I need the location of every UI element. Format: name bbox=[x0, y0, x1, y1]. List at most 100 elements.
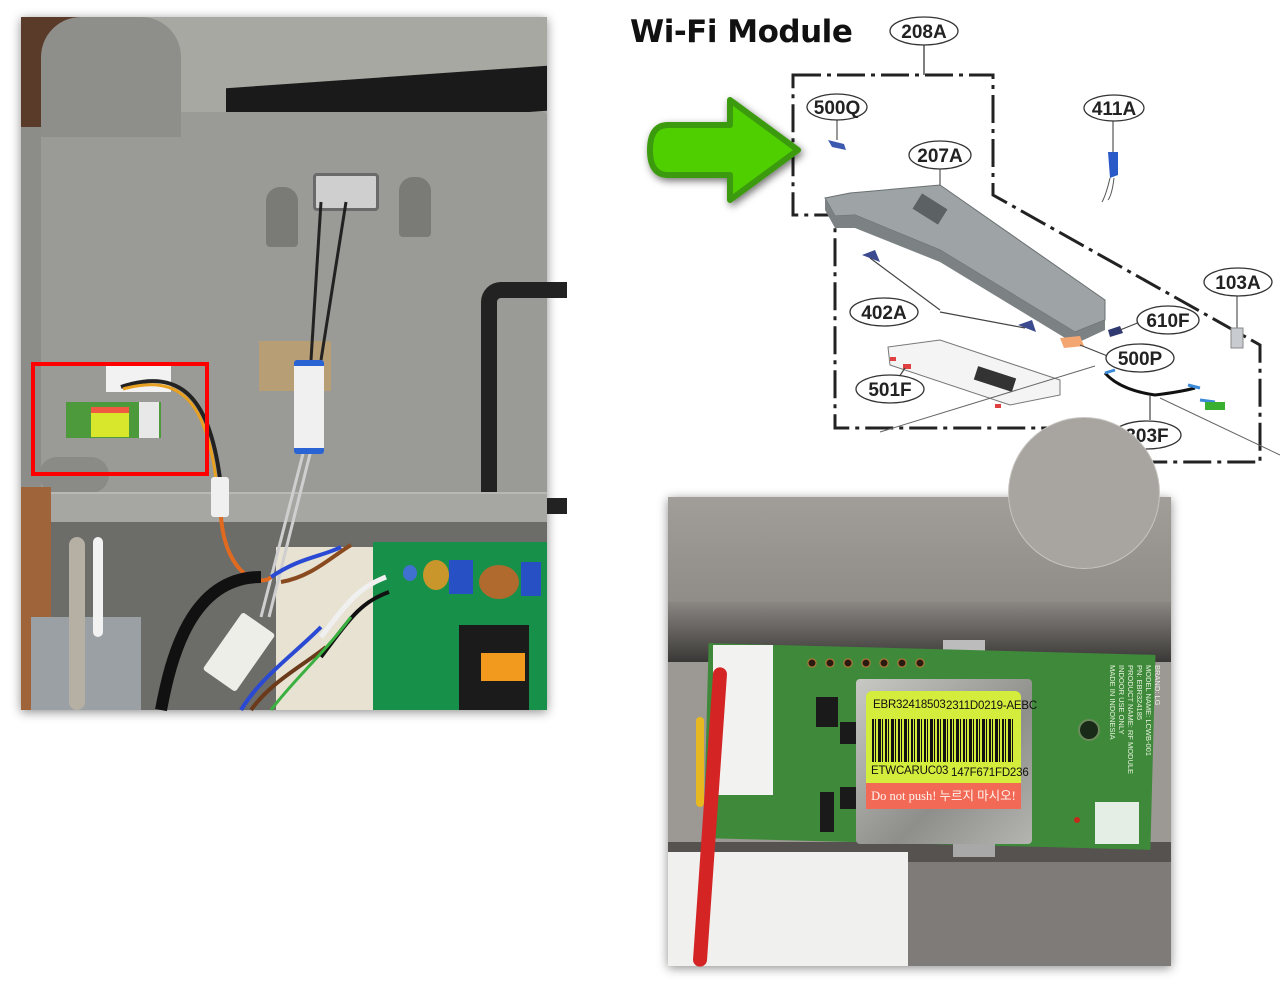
wire-connector bbox=[211, 477, 229, 517]
wire bbox=[309, 201, 323, 361]
pcb-white-pad bbox=[1095, 802, 1139, 844]
leader-line bbox=[939, 311, 1026, 329]
pcb-through-holes bbox=[806, 657, 926, 669]
svg-text:103A: 103A bbox=[1215, 273, 1261, 294]
part-501f-bracket bbox=[887, 339, 1061, 406]
part-207a-cover-side bbox=[825, 198, 1105, 344]
svg-text:610F: 610F bbox=[1146, 311, 1189, 332]
wire bbox=[696, 717, 704, 807]
housing-duct bbox=[41, 17, 181, 137]
pcb-component bbox=[820, 792, 834, 832]
wire bbox=[249, 645, 328, 712]
housing-circle-mark bbox=[1008, 417, 1160, 569]
callout-500q: 500Q bbox=[806, 93, 868, 121]
part-501f-foot bbox=[903, 364, 911, 369]
wifi-module-highlight-box bbox=[31, 362, 209, 476]
part-207a-vents bbox=[912, 193, 948, 225]
callout-500p: 500P bbox=[1105, 343, 1175, 373]
arrow-right-icon bbox=[647, 97, 801, 203]
callout-207a: 207A bbox=[908, 140, 972, 170]
svg-text:500Q: 500Q bbox=[814, 98, 860, 119]
label-mac: 147F671FD236 bbox=[951, 767, 1029, 779]
wifi-module-closeup-photo: EBR32418503 2311D0219-AEBC ETWCARUC03 14… bbox=[668, 417, 1171, 968]
svg-text:208A: 208A bbox=[901, 22, 947, 43]
part-303f-harness bbox=[1103, 371, 1196, 397]
part-303f-connector bbox=[1205, 402, 1225, 410]
wire bbox=[269, 545, 342, 579]
pcb-component bbox=[816, 697, 838, 727]
pcb-text-line: MADE IN INDONESIA bbox=[1108, 665, 1117, 740]
leader-line bbox=[1119, 321, 1141, 331]
callout-208a: 208A bbox=[889, 16, 959, 46]
part-411a bbox=[1108, 152, 1118, 178]
pcb-text-line: PRODUCT NAME: RF MODULE bbox=[1126, 665, 1135, 775]
module-label-sticker: EBR32418503 2311D0219-AEBC ETWCARUC03 14… bbox=[866, 691, 1037, 809]
label-model-code: ETWCARUC03 bbox=[871, 765, 949, 777]
wiring-harness bbox=[120, 201, 390, 712]
white-tube bbox=[93, 537, 103, 637]
wire bbox=[239, 625, 323, 712]
label-part-number: EBR32418503 bbox=[873, 699, 946, 711]
label-serial: 2311D0219-AEBC bbox=[946, 700, 1037, 712]
callout-103a: 103A bbox=[1203, 267, 1273, 297]
part-500p bbox=[1060, 336, 1084, 348]
wire bbox=[122, 383, 219, 488]
exploded-parts-diagram: 208A 500Q 411A 207A 103A 402A 610F 500P … bbox=[647, 16, 1280, 464]
plastic-housing bbox=[41, 112, 547, 522]
pcb-text-line: INDOOR USE ONLY bbox=[1117, 665, 1126, 735]
housing-post bbox=[266, 187, 298, 247]
assembly-boundary bbox=[791, 73, 1262, 464]
wire bbox=[155, 571, 262, 712]
leader-line bbox=[879, 365, 1096, 433]
pcb-component bbox=[840, 787, 860, 809]
leader-line bbox=[1079, 344, 1111, 358]
pcb-silkscreen-text: BRAND: LG MODEL NAME: LCWB-001 PN: EBR32… bbox=[1104, 665, 1164, 815]
svg-text:501F: 501F bbox=[868, 380, 911, 401]
leader-line bbox=[1159, 397, 1280, 456]
wifi-module-label bbox=[91, 407, 129, 437]
wire bbox=[259, 441, 308, 618]
leader-line bbox=[869, 257, 941, 311]
filter-block bbox=[449, 560, 473, 594]
label-warning: Do not push! 누르지 마시오! bbox=[866, 783, 1021, 809]
page-title: Wi-Fi Module bbox=[630, 14, 853, 50]
svg-text:402A: 402A bbox=[861, 303, 907, 324]
part-500q bbox=[828, 140, 846, 150]
inductor-coil bbox=[479, 565, 519, 599]
inductor-coil bbox=[423, 560, 449, 590]
filter-block bbox=[521, 562, 541, 596]
callout-402a: 402A bbox=[849, 297, 919, 327]
svg-text:500P: 500P bbox=[1118, 349, 1163, 370]
washer-control-housing-photo bbox=[21, 17, 567, 712]
part-303f-harness bbox=[1104, 368, 1216, 404]
pcb-text-line: BRAND: LG bbox=[1153, 665, 1162, 706]
svg-text:207A: 207A bbox=[917, 146, 963, 167]
part-501f-foot bbox=[995, 404, 1001, 408]
wire bbox=[267, 441, 315, 618]
mounting-hole bbox=[1078, 719, 1100, 741]
callout-411a: 411A bbox=[1083, 94, 1145, 122]
housing-post bbox=[399, 177, 431, 237]
pcb-text-line: PN: EBR324185 bbox=[1135, 665, 1144, 721]
heatsink-label bbox=[481, 653, 525, 681]
wire-connector bbox=[294, 360, 324, 454]
part-411a-wire bbox=[1101, 177, 1115, 203]
wire bbox=[319, 574, 387, 639]
callout-610f: 610F bbox=[1136, 305, 1200, 335]
pcb-marker bbox=[1074, 817, 1080, 823]
capacitor bbox=[403, 565, 417, 581]
svg-text:411A: 411A bbox=[1092, 99, 1137, 120]
housing-bottom bbox=[908, 862, 1171, 966]
part-501f-foot bbox=[890, 357, 896, 361]
wire bbox=[319, 201, 348, 361]
barcode bbox=[872, 719, 1015, 762]
part-610f bbox=[1108, 326, 1123, 337]
wire bbox=[280, 543, 353, 584]
part-402a bbox=[1018, 320, 1036, 332]
part-103a bbox=[1230, 327, 1244, 349]
metal-bracket bbox=[31, 617, 141, 710]
pcb-text-line: MODEL NAME: LCWB-001 bbox=[1144, 665, 1153, 756]
wifi-module-connector bbox=[139, 402, 159, 438]
wire bbox=[120, 379, 223, 488]
conduit-hose bbox=[69, 537, 85, 710]
